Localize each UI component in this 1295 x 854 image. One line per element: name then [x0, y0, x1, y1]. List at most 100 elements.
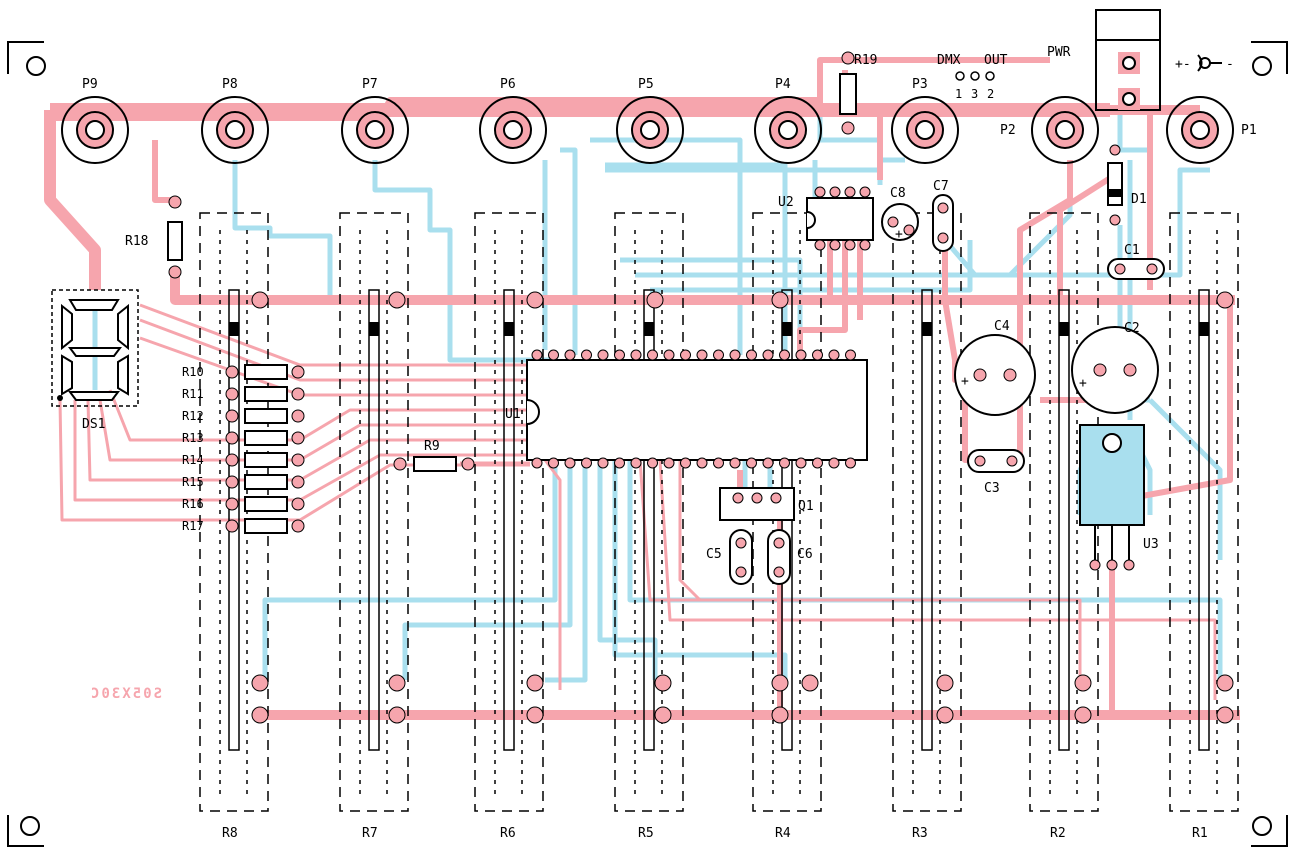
- label-r9: R9: [424, 439, 440, 454]
- label-r3: R3: [912, 826, 928, 841]
- label-r17: R17: [182, 519, 204, 533]
- label-p8: P8: [222, 77, 238, 92]
- u1-pin: [762, 349, 774, 361]
- label-p2: P2: [1000, 123, 1016, 138]
- label-out: OUT: [984, 53, 1008, 68]
- u1-pin: [663, 349, 675, 361]
- u1-pin: [812, 457, 823, 469]
- pot-p5: [616, 96, 684, 164]
- label-c4-plus: +: [961, 374, 969, 389]
- u1-pin: [531, 457, 543, 469]
- label-p4: P4: [775, 77, 791, 92]
- u1-pin: [762, 457, 774, 469]
- u1-pin: [696, 349, 708, 361]
- u1-pin: [729, 349, 741, 361]
- label-dmx-pin2: 2: [987, 87, 994, 101]
- label-c2-plus: +: [1079, 376, 1087, 391]
- label-pwr-minus: -: [1226, 57, 1234, 72]
- label-c6: C6: [797, 547, 813, 562]
- label-u3: U3: [1143, 537, 1159, 552]
- discrete-resistors: [167, 51, 857, 472]
- label-u2: U2: [778, 195, 794, 210]
- u1-pin: [746, 457, 757, 469]
- u1-pin: [630, 457, 642, 469]
- label-r10: R10: [182, 365, 204, 379]
- board-code: S05X30C: [89, 686, 162, 702]
- u1-pin: [680, 349, 691, 361]
- label-r19: R19: [854, 53, 877, 68]
- diode-d1: [1107, 144, 1123, 226]
- label-c8-plus: +: [895, 227, 903, 242]
- label-c8: C8: [890, 186, 906, 201]
- label-c2: C2: [1124, 321, 1140, 336]
- pot-p1: [1166, 96, 1234, 164]
- label-c3: C3: [984, 481, 1000, 496]
- u1-pin: [845, 457, 856, 469]
- u1-pin: [696, 457, 708, 469]
- label-p1: P1: [1241, 123, 1257, 138]
- label-dmx-pin3: 3: [971, 87, 978, 101]
- label-r6: R6: [500, 826, 516, 841]
- label-r14: R14: [182, 453, 204, 467]
- u1-pin: [680, 457, 691, 469]
- u1-pin: [564, 457, 576, 469]
- u1-pin: [795, 457, 807, 469]
- label-r5: R5: [638, 826, 654, 841]
- pot-p6: [479, 96, 547, 164]
- label-q1: Q1: [798, 499, 814, 514]
- label-c7: C7: [933, 179, 949, 194]
- capacitors: [729, 194, 1165, 585]
- label-c5: C5: [706, 547, 722, 562]
- label-p6: P6: [500, 77, 516, 92]
- u1-pin: [779, 457, 790, 469]
- label-c1: C1: [1124, 243, 1140, 258]
- pot-p4: [754, 96, 822, 164]
- pot-p7: [341, 96, 409, 164]
- u1-pin: [531, 349, 543, 361]
- label-dmx-pin1: 1: [955, 87, 962, 101]
- pot-p2: [1031, 96, 1099, 164]
- u1-pin: [630, 349, 642, 361]
- u1-pin: [548, 457, 559, 469]
- u1-pin: [713, 457, 724, 469]
- power-connector: [1095, 9, 1222, 111]
- regulator-u3: [1079, 424, 1145, 571]
- label-r18: R18: [125, 234, 148, 249]
- label-d1: D1: [1131, 192, 1147, 207]
- u1-pin: [548, 349, 559, 361]
- u1-pin: [663, 457, 675, 469]
- label-dmx: DMX: [937, 53, 961, 68]
- u1-pin: [647, 457, 658, 469]
- label-p3: P3: [912, 77, 928, 92]
- resistor-bank: [225, 364, 305, 534]
- label-c4: C4: [994, 319, 1010, 334]
- u1-pin: [614, 349, 625, 361]
- u1-pin: [812, 349, 823, 361]
- label-ds1: DS1: [82, 417, 105, 432]
- seven-segment-display: [51, 289, 139, 407]
- transistor-q1: [719, 487, 795, 521]
- label-r15: R15: [182, 475, 204, 489]
- label-r1: R1: [1192, 826, 1208, 841]
- u1-pin: [647, 349, 658, 361]
- rotary-pots: [61, 96, 1234, 164]
- u1-pin: [713, 349, 724, 361]
- label-pwr-polarity: +-: [1175, 57, 1191, 72]
- u1-pin: [581, 457, 592, 469]
- label-r16: R16: [182, 497, 204, 511]
- u1-pin: [795, 349, 807, 361]
- u1-pin: [828, 349, 840, 361]
- label-r11: R11: [182, 387, 204, 401]
- u1-pin: [746, 349, 757, 361]
- u1-pin: [597, 457, 609, 469]
- u1-pin: [614, 457, 625, 469]
- dmx-pins: [955, 71, 995, 81]
- ic-u1: [526, 349, 868, 469]
- u1-pin: [564, 349, 576, 361]
- u1-pin: [828, 457, 840, 469]
- u1-pin: [845, 349, 856, 361]
- label-r4: R4: [775, 826, 791, 841]
- u1-pin: [779, 349, 790, 361]
- label-p5: P5: [638, 77, 654, 92]
